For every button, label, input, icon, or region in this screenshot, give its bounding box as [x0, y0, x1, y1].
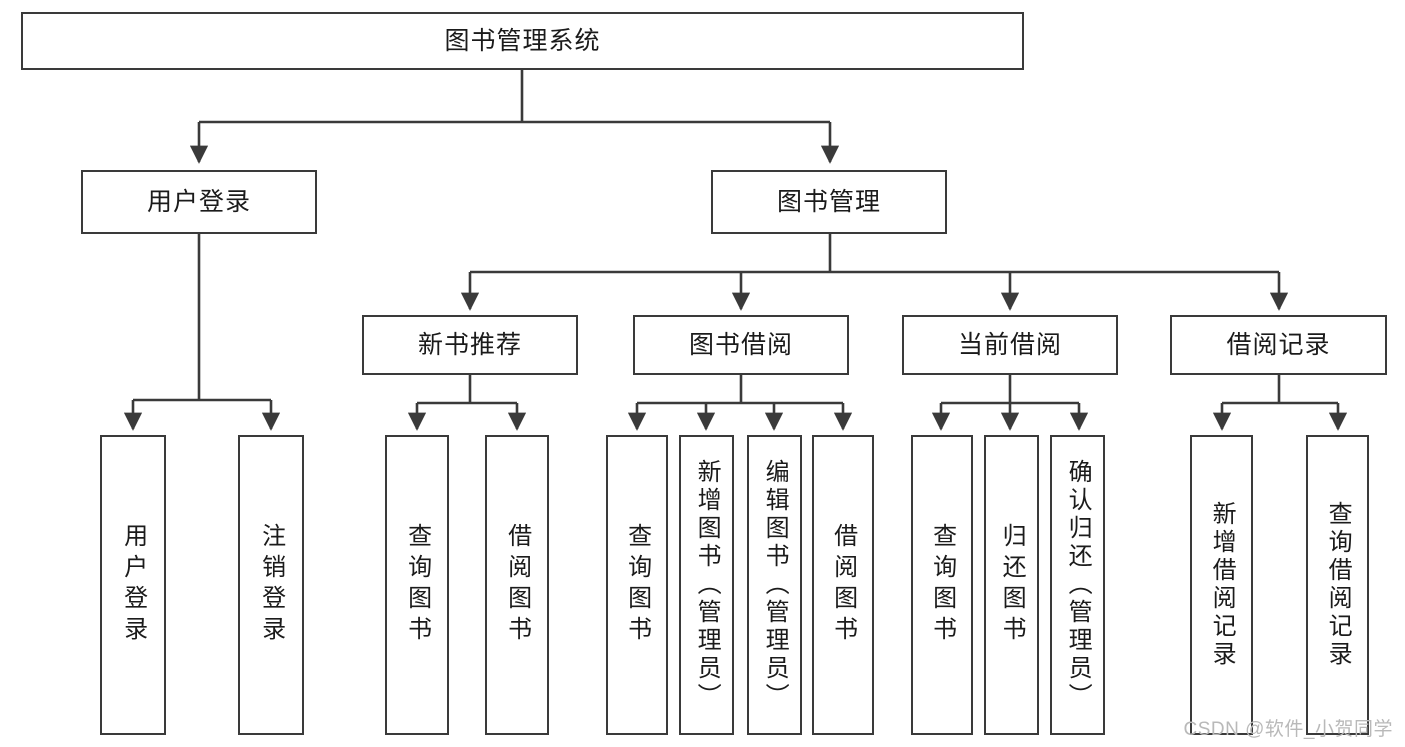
node-book-management[interactable]: 图书管理: [711, 170, 947, 234]
leaf-label: 用户登录: [119, 523, 147, 647]
leaf-label: 借阅图书: [503, 523, 531, 647]
node-current-borrow[interactable]: 当前借阅: [902, 315, 1118, 375]
leaf-node-logout[interactable]: 注销登录: [238, 435, 304, 735]
leaf-label: 查询借阅记录: [1324, 501, 1352, 669]
leaf-label: 编辑图书（管理员）: [761, 459, 789, 711]
leaf-node-add-borrow-record[interactable]: 新增借阅记录: [1190, 435, 1253, 735]
node-borrow-record[interactable]: 借阅记录: [1170, 315, 1387, 375]
leaf-node-query-book-recommend[interactable]: 查询图书: [385, 435, 449, 735]
leaf-label: 查询图书: [623, 523, 651, 647]
leaf-label: 查询图书: [928, 523, 956, 647]
leaf-label: 借阅图书: [829, 523, 857, 647]
node-new-book-recommend[interactable]: 新书推荐: [362, 315, 578, 375]
leaf-label: 注销登录: [257, 523, 285, 647]
leaf-node-edit-book[interactable]: 编辑图书（管理员）: [747, 435, 802, 735]
leaf-label: 新增图书（管理员）: [693, 459, 721, 711]
leaf-node-query-borrow-record[interactable]: 查询借阅记录: [1306, 435, 1369, 735]
leaf-label: 查询图书: [403, 523, 431, 647]
node-root-library-management-system[interactable]: 图书管理系统: [21, 12, 1024, 70]
node-book-borrow[interactable]: 图书借阅: [633, 315, 849, 375]
leaf-label: 新增借阅记录: [1208, 501, 1236, 669]
leaf-label: 归还图书: [998, 523, 1026, 647]
node-user-login[interactable]: 用户登录: [81, 170, 317, 234]
leaf-label: 确认归还（管理员）: [1064, 459, 1092, 711]
leaf-node-confirm-return[interactable]: 确认归还（管理员）: [1050, 435, 1105, 735]
leaf-node-return-book[interactable]: 归还图书: [984, 435, 1039, 735]
leaf-node-borrow-book-recommend[interactable]: 借阅图书: [485, 435, 549, 735]
leaf-node-query-book-borrow[interactable]: 查询图书: [606, 435, 668, 735]
leaf-node-user-login[interactable]: 用户登录: [100, 435, 166, 735]
leaf-node-query-book-current[interactable]: 查询图书: [911, 435, 973, 735]
csdn-watermark: CSDN @软件_小贺同学: [1183, 719, 1393, 740]
leaf-node-borrow-book[interactable]: 借阅图书: [812, 435, 874, 735]
leaf-node-add-book[interactable]: 新增图书（管理员）: [679, 435, 734, 735]
